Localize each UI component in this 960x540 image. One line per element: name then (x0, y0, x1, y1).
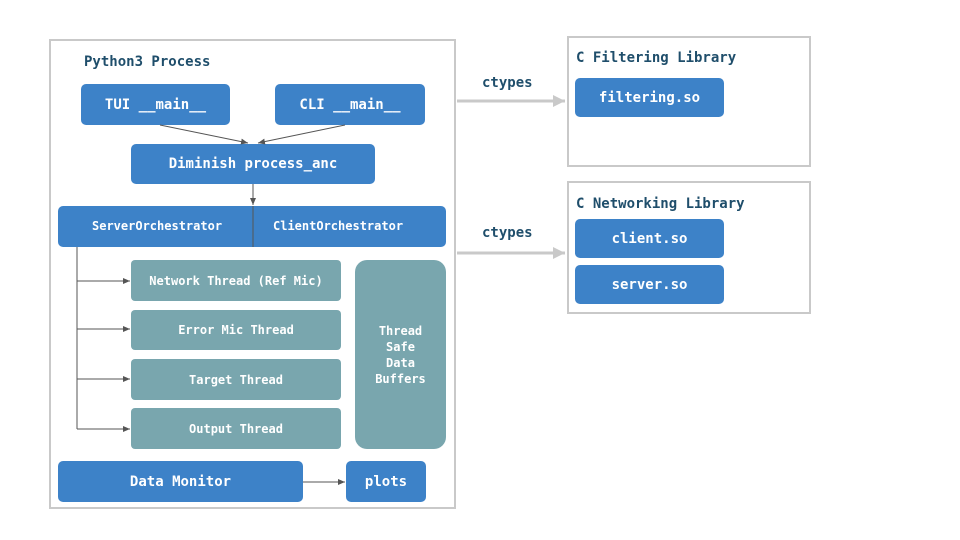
output-thread-box: Output Thread (131, 408, 341, 449)
thread-safe-buffers-box: Thread Safe Data Buffers (355, 260, 446, 449)
target-thread-box: Target Thread (131, 359, 341, 400)
data-monitor-box: Data Monitor (58, 461, 303, 502)
diminish-process-box: Diminish process_anc (131, 144, 375, 184)
error-mic-thread-box: Error Mic Thread (131, 310, 341, 350)
client-orchestrator-label: ClientOrchestrator (273, 219, 404, 233)
filtering-so-box: filtering.so (575, 78, 724, 117)
python-process-title: Python3 Process (84, 54, 211, 70)
network-thread-box: Network Thread (Ref Mic) (131, 260, 341, 301)
filtering-library-title: C Filtering Library (576, 50, 737, 66)
server-orchestrator-label: ServerOrchestrator (92, 219, 223, 233)
orchestrator-bar: ServerOrchestrator ClientOrchestrator (58, 206, 446, 247)
tui-to-diminish-arrow (159, 124, 249, 145)
cli-main-box: CLI __main__ (275, 84, 425, 125)
ctypes-top-label: ctypes (482, 75, 533, 91)
cli-to-diminish-arrow (257, 124, 346, 145)
tui-main-box: TUI __main__ (81, 84, 230, 125)
networking-library-title: C Networking Library (576, 196, 745, 212)
plots-box: plots (346, 461, 426, 502)
ctypes-bottom-label: ctypes (482, 225, 533, 241)
client-so-box: client.so (575, 219, 724, 258)
server-so-box: server.so (575, 265, 724, 304)
